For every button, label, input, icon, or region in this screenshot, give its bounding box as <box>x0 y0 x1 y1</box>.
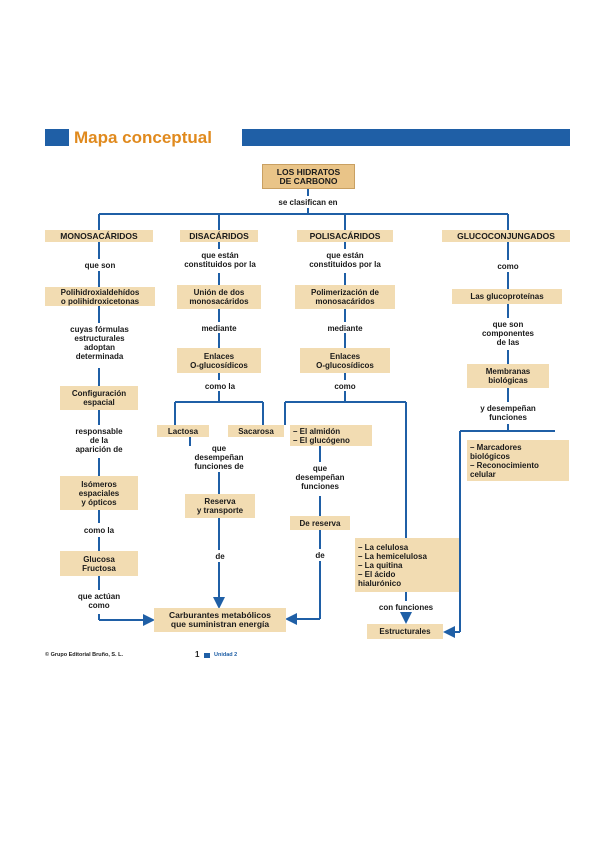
di-box-reserva-transporte: Reserva y transporte <box>185 494 255 518</box>
di-link-4: que desempeñan funciones de <box>194 444 244 471</box>
footer-page-number: 1 <box>195 650 200 659</box>
di-box-sacarosa: Sacarosa <box>228 425 284 437</box>
header-bar-left <box>45 129 69 146</box>
gluco-link-2: que son componentes de las <box>481 320 534 347</box>
category-polisacaridos: POLISACÁRIDOS <box>297 230 393 242</box>
mono-link-3: responsable de la aparición de <box>75 427 123 454</box>
poli-box-enlaces: Enlaces O-glucosídicos <box>300 348 390 373</box>
mono-link-4: como la <box>83 526 115 535</box>
di-link-3: como la <box>204 382 236 391</box>
root-box: LOS HIDRATOS DE CARBONO <box>262 164 355 189</box>
poli-box-estructurales: Estructurales <box>367 624 443 639</box>
poli-box-celulosa: – La celulosa – La hemicelulosa – La qui… <box>355 538 459 592</box>
category-monosacaridos: MONOSACÁRIDOS <box>45 230 153 242</box>
footer-copyright: © Grupo Editorial Bruño, S. L. <box>45 652 123 658</box>
mono-link-1: que son <box>84 261 116 270</box>
category-glucoconjungados: GLUCOCONJUNGADOS <box>442 230 570 242</box>
category-disacaridos: DISACÁRIDOS <box>180 230 258 242</box>
gluco-link-3: y desempeñan funciones <box>480 404 536 422</box>
carburantes-box: Carburantes metabólicos que suministran … <box>154 608 286 632</box>
poli-link-6: con funciones <box>378 603 434 612</box>
poli-box-polimerizacion: Polimerización de monosacáridos <box>295 285 395 309</box>
poli-link-4: que desempeñan funciones <box>295 464 345 491</box>
poli-link-1: que están constituidos por la <box>309 251 381 269</box>
poli-link-3: como <box>334 382 356 391</box>
mono-link-2: cuyas fórmulas estructurales adoptan det… <box>70 325 129 361</box>
di-box-union: Unión de dos monosacáridos <box>177 285 261 309</box>
mono-box-isomeros: Isómeros espaciales y ópticos <box>60 476 138 510</box>
gluco-box-marcadores: – Marcadores biológicos – Reconocimiento… <box>467 440 569 481</box>
gluco-box-membranas: Membranas biológicas <box>467 364 549 388</box>
mono-link-5: que actúan como <box>77 592 121 610</box>
di-link-5: de <box>215 552 225 561</box>
footer-square-icon <box>204 653 210 658</box>
root-link-label: se clasifican en <box>278 198 338 207</box>
header-bar-right <box>242 129 570 146</box>
poli-box-almidon: – El almidón – El glucógeno <box>290 425 372 446</box>
di-box-lactosa: Lactosa <box>157 425 209 437</box>
di-link-2: mediante <box>201 324 237 333</box>
mono-box-polihidroxi: Polihidroxialdehídos o polihidroxicetona… <box>45 287 155 306</box>
poli-link-5: de <box>315 551 325 560</box>
gluco-link-1: como <box>497 262 519 271</box>
mono-box-glucosa: Glucosa Fructosa <box>60 551 138 576</box>
poli-box-de-reserva: De reserva <box>290 516 350 530</box>
mono-box-configuracion: Configuración espacial <box>60 386 138 410</box>
poli-link-2: mediante <box>327 324 363 333</box>
footer-unit: Unidad 2 <box>214 652 238 658</box>
page-title: Mapa conceptual <box>74 128 212 147</box>
gluco-box-glucoproteinas: Las glucoproteínas <box>452 289 562 304</box>
di-link-1: que están constituidos por la <box>184 251 256 269</box>
di-box-enlaces: Enlaces O-glucosídicos <box>177 348 261 373</box>
